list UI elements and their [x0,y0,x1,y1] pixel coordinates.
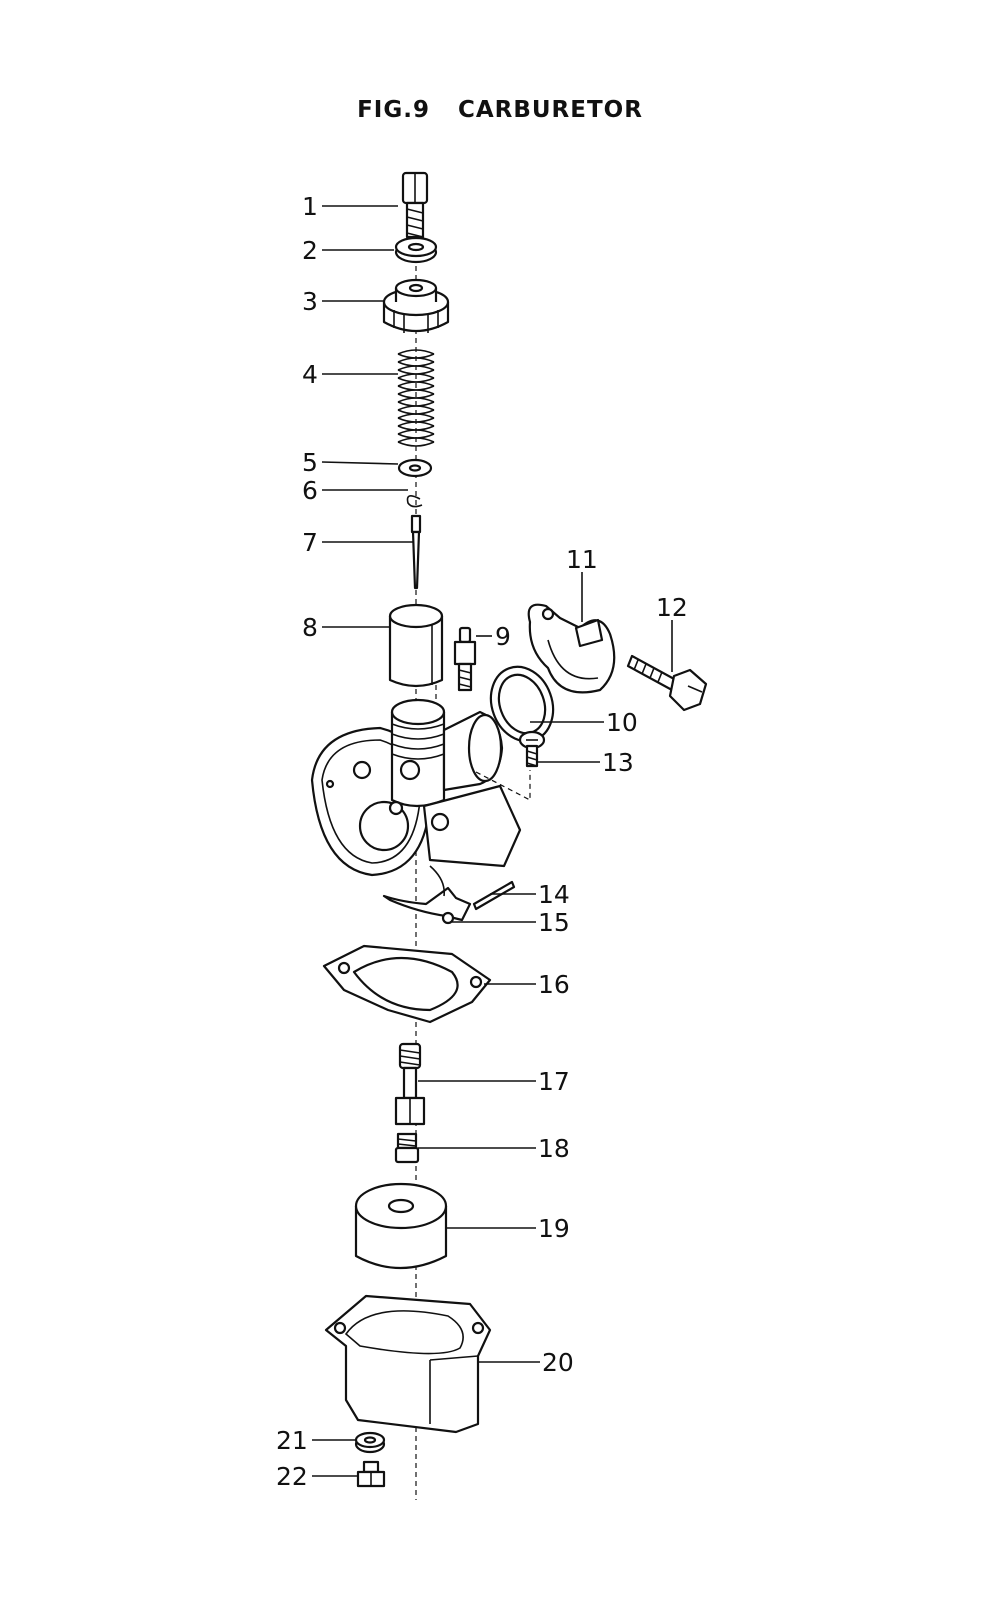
callout-12: 12 [656,593,688,622]
part-2-lock-nut [394,236,438,264]
part-3-cap [382,278,450,333]
part-18-main-jet [394,1132,420,1164]
part-16-gasket [322,944,492,1024]
callout-5: 5 [302,448,318,477]
callout-18: 18 [538,1134,570,1163]
part-5-spring-seat [397,458,433,478]
part-4-spring [397,349,435,447]
callout-10: 10 [606,708,638,737]
callout-3: 3 [302,287,318,316]
callout-22: 22 [276,1462,308,1491]
part-13-screw [518,730,546,768]
callout-21: 21 [276,1426,308,1455]
callout-20: 20 [542,1348,574,1377]
part-6-clip [406,495,423,508]
callout-16: 16 [538,970,570,999]
callout-6: 6 [302,476,318,505]
callout-labels: 1 2 3 4 5 6 7 8 9 10 11 12 13 14 15 16 1… [276,192,688,1491]
figure-name: CARBURETOR [457,97,643,123]
callout-14: 14 [538,880,570,909]
callout-4: 4 [302,360,318,389]
part-20-float-chamber-body [324,1294,492,1434]
callout-11: 11 [566,545,598,574]
figure-title: FIG.9 CARBURETOR [0,97,1000,123]
callout-15: 15 [538,908,570,937]
part-11-clamp [527,603,616,694]
callout-8: 8 [302,613,318,642]
part-21-washer [354,1431,386,1454]
callout-2: 2 [302,236,318,265]
part-1-adjuster-bolt [401,171,429,239]
part-12-clamp-bolt [626,654,708,712]
callout-7: 7 [302,528,318,557]
part-17-main-jet-holder [394,1042,426,1126]
part-15-float-arm [382,865,472,925]
callout-9: 9 [495,622,511,651]
figure-number: FIG.9 [357,97,430,123]
callout-19: 19 [538,1214,570,1243]
part-9-needle-jet [453,626,477,692]
leader-lines [312,205,673,1477]
part-19-float [354,1182,448,1270]
callout-1: 1 [302,192,318,221]
part-22-drain-plug [356,1460,386,1488]
carburetor-body [310,698,522,877]
callout-17: 17 [538,1067,570,1096]
callout-13: 13 [602,748,634,777]
part-7-jet-needle [410,514,422,590]
screw-13-guide [475,770,531,801]
part-14-float-pin [472,880,516,911]
part-8-throttle-valve [388,603,444,688]
